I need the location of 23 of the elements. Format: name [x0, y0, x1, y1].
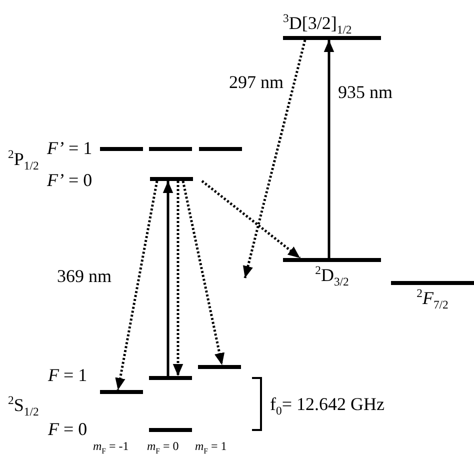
arrow [162, 181, 174, 376]
state-label: $^{2}$S$_{1/2}$ [8, 396, 39, 414]
frequency-label: f$_{0}$= 12.642 GHz [270, 395, 384, 413]
quantum-number-label: m$_{F}$ = -1 [93, 440, 129, 452]
dotted-arrow [172, 181, 184, 376]
edge-label: 935 nm [338, 83, 393, 101]
state-label: F’ = 1 [47, 139, 92, 157]
state-label: F = 1 [48, 366, 88, 384]
dotted-arrow [182, 180, 225, 366]
state-label: F’ = 0 [47, 171, 92, 189]
dotted-arrow [201, 180, 301, 259]
quantum-number-label: m$_{F}$ = 0 [147, 440, 179, 452]
state-label: $^{2}$P$_{1/2}$ [8, 150, 39, 168]
dotted-arrow [242, 40, 306, 278]
arrow [324, 40, 334, 258]
state-label: F = 0 [48, 420, 88, 438]
level-label: $^{2}$D$_{3/2}$ [314, 266, 350, 286]
quantum-number-label: m$_{F}$ = 1 [195, 440, 227, 452]
edge-label: 369 nm [57, 267, 112, 285]
level-label: $^{2}$F$_{7/2}$ [416, 289, 450, 309]
level-label: $^{3}$D[3/2]$_{1/2}$ [283, 14, 353, 34]
dotted-arrow [115, 180, 158, 390]
edge-label: 297 nm [229, 73, 284, 91]
